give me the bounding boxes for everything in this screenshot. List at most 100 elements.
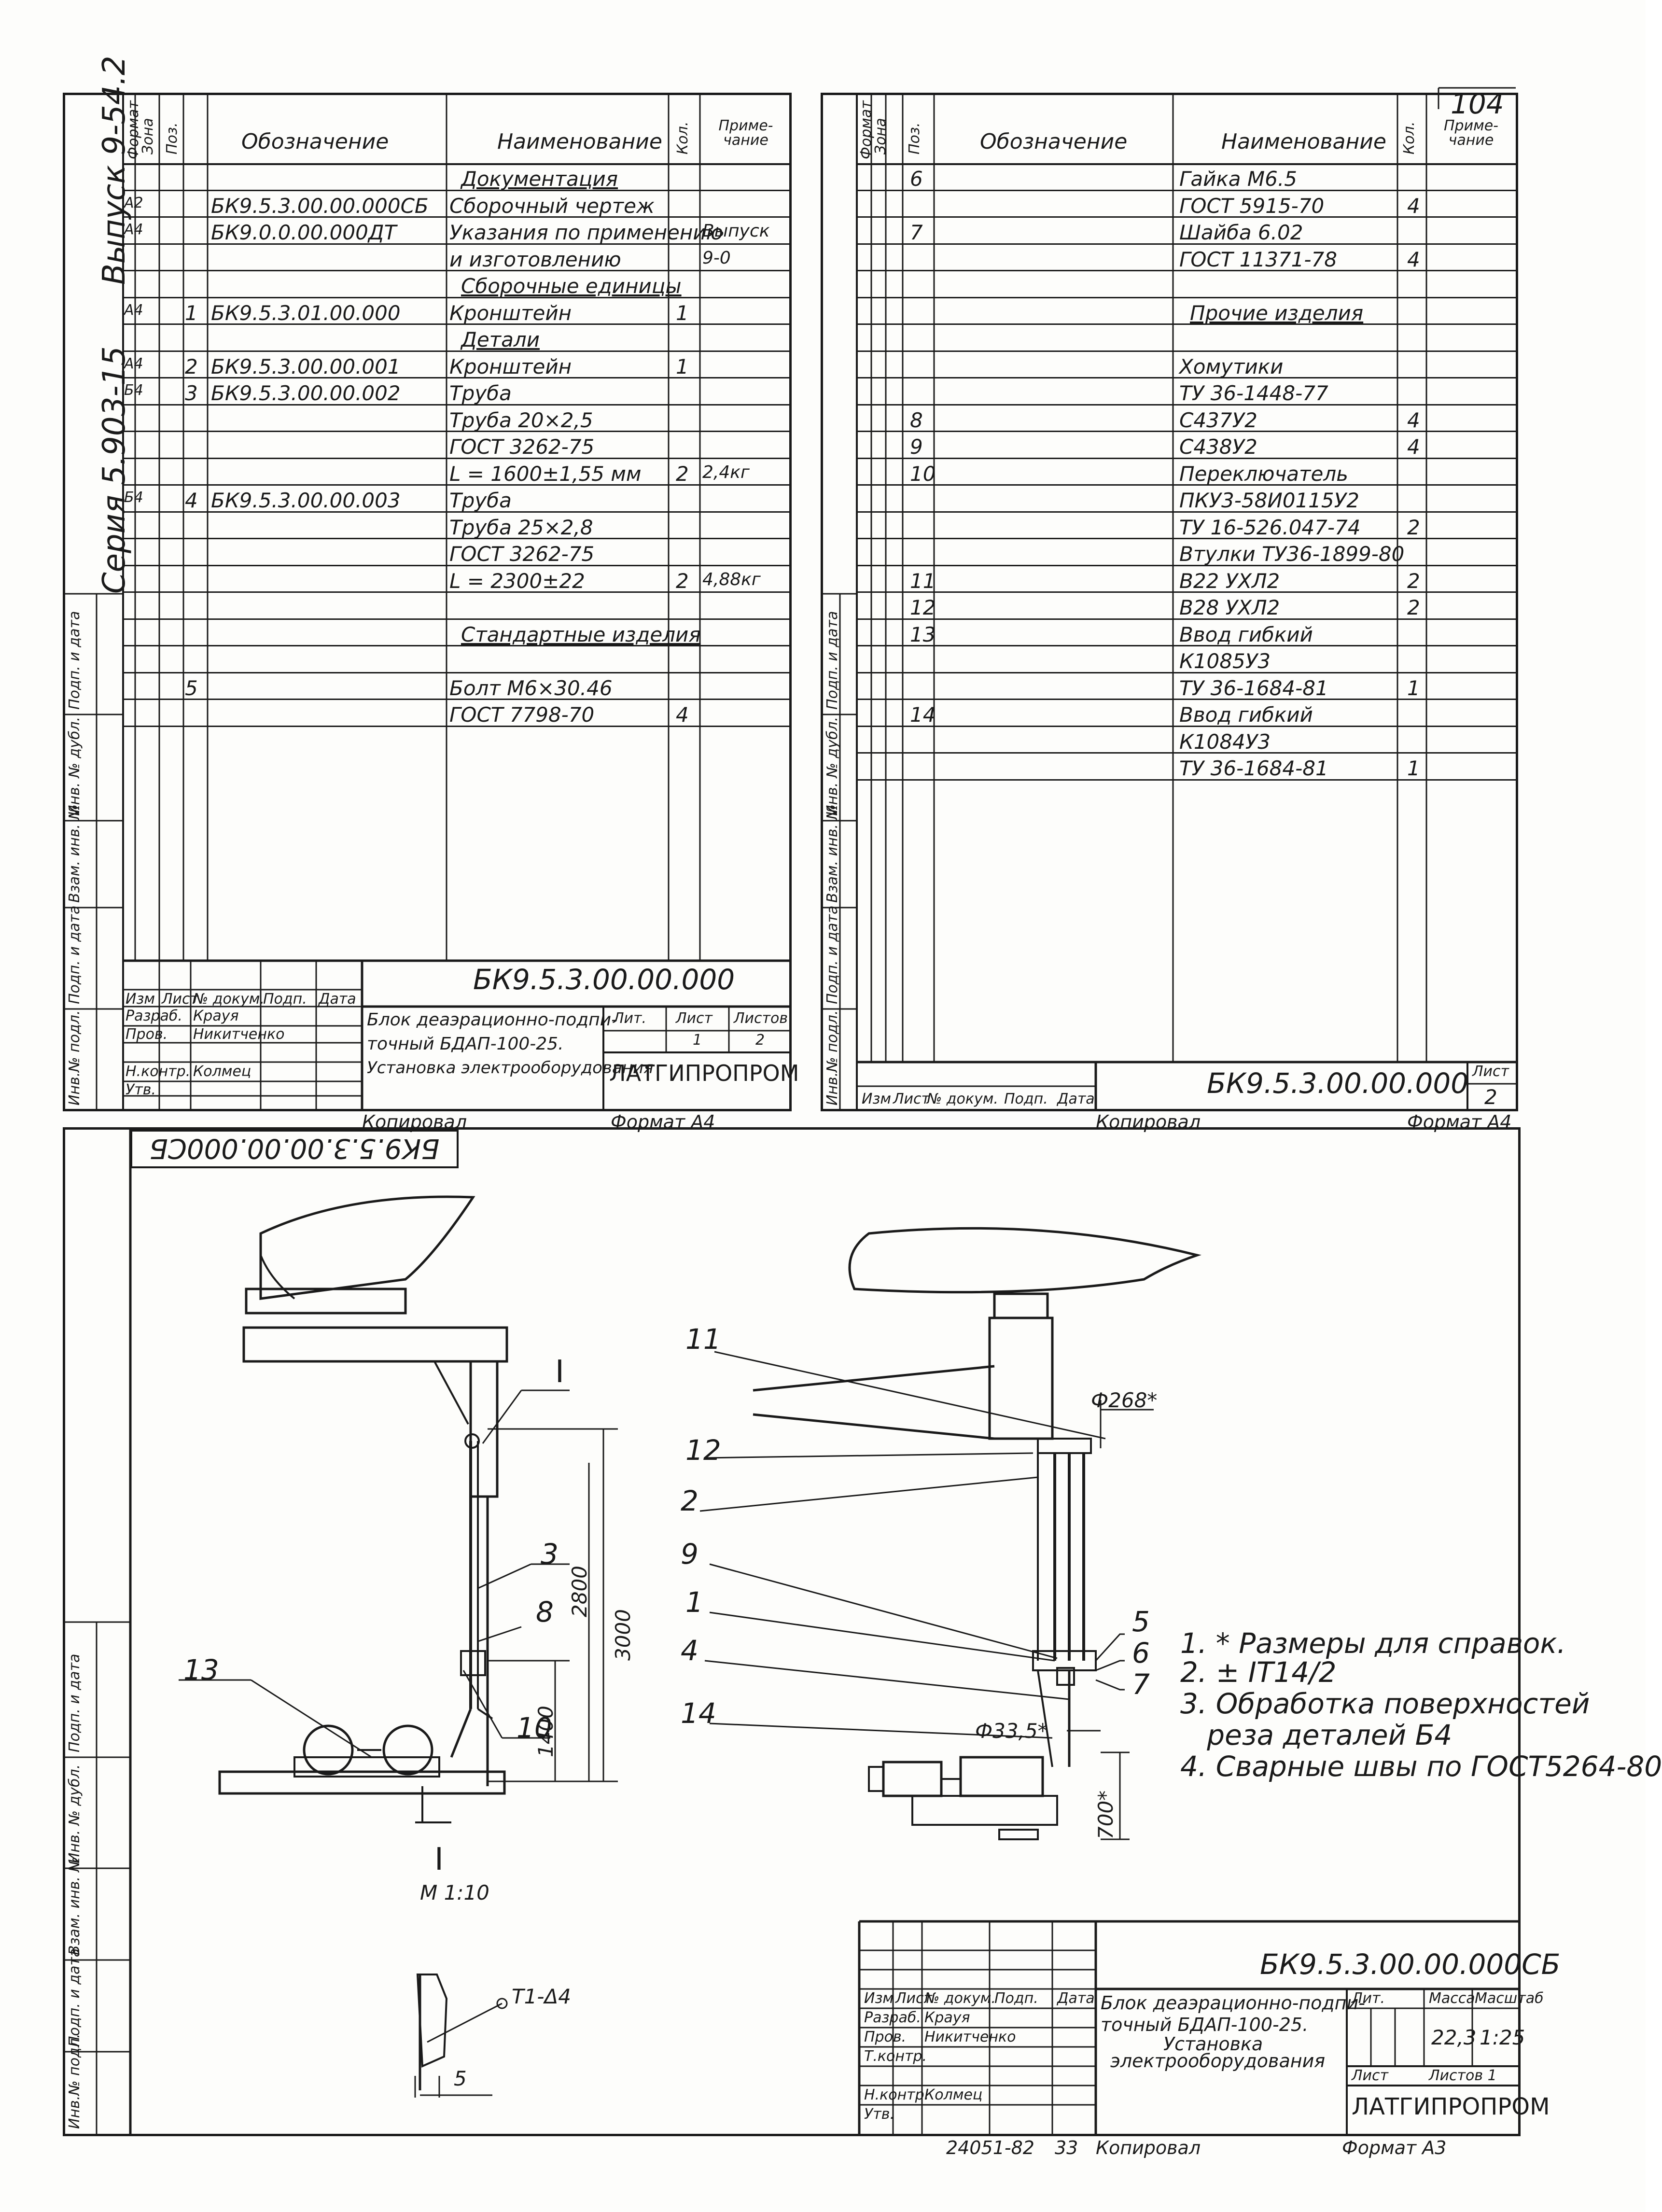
tb1-prov: Пров. — [126, 1026, 168, 1043]
right-vessel-top — [848, 1227, 1201, 1294]
designation-cell: БК9.5.3.00.00.001 — [211, 354, 401, 378]
qty-cell: 4 — [1407, 194, 1420, 218]
qty-cell: 1 — [676, 301, 689, 325]
table-row: ГОСТ 5915-70 4 — [857, 191, 1516, 218]
tb3-razrab-name: Крауя — [924, 2009, 970, 2026]
pos-cell: 8 — [910, 408, 923, 432]
format-cell: А4 — [124, 301, 143, 319]
name-cell: Указания по применению — [449, 221, 723, 244]
left-switch — [460, 1650, 486, 1676]
pos-cell: 10 — [910, 462, 936, 486]
tb3-sheets-label: Листов 1 — [1429, 2067, 1497, 2084]
left-vessel-top — [259, 1195, 475, 1300]
table-row — [123, 593, 792, 620]
tb3-title-2: точный БДАП-100-25. — [1101, 2014, 1309, 2035]
tb1-sheet-label: Лист — [676, 1010, 713, 1027]
dim-2800: 2800 — [568, 1566, 591, 1617]
detail-scale: М 1:10 — [420, 1881, 489, 1904]
callout-1: 1 — [685, 1586, 703, 1619]
tb3-tkontr: Т.контр. — [864, 2048, 927, 2065]
tb3-nkontr: Н.контр. — [864, 2086, 929, 2103]
name-cell: Труба — [449, 381, 512, 405]
tb1-title-2: точный БДАП-100-25. — [367, 1034, 564, 1054]
tb3-ndoc: № докум. — [924, 1990, 996, 2007]
weld-label: Т1-Δ4 — [512, 1985, 571, 2008]
left-flange — [245, 1288, 407, 1315]
name-cell: Документация — [461, 167, 618, 191]
name-cell: К1085У3 — [1179, 649, 1271, 673]
pos-cell: 2 — [185, 354, 198, 378]
name-cell: ГОСТ 11371-78 — [1179, 247, 1337, 271]
name-cell: L = 2300±22 — [449, 569, 585, 593]
tb1-nkontr-name: Колмец — [193, 1063, 251, 1080]
note-3: 3. Обработка поверхностей — [1180, 1687, 1590, 1720]
tb3-mass-label: Масса — [1429, 1990, 1475, 2007]
tb3-list: Лист — [895, 1990, 933, 2007]
name-cell: Втулки ТУ36-1899-80 — [1179, 542, 1405, 566]
hdr2-name: Наименование — [1221, 129, 1386, 154]
callout-8: 8 — [536, 1596, 554, 1628]
name-cell: Труба 20×2,5 — [449, 408, 593, 432]
stamp-box — [130, 1130, 459, 1168]
note-3b: реза деталей Б4 — [1180, 1719, 1453, 1751]
tb1-lit: Лит. — [613, 1010, 647, 1027]
section-mark-top: I — [555, 1354, 564, 1390]
designation-cell: БК9.5.3.01.00.000 — [211, 301, 401, 325]
left-motor-2 — [382, 1724, 433, 1776]
name-cell: Детали — [461, 328, 540, 351]
sheet2-code: БК9.5.3.00.00.000 — [1207, 1067, 1469, 1100]
callout-12: 12 — [685, 1434, 721, 1467]
table-row: Прочие изделия — [857, 298, 1516, 325]
sheet2-sheet: 2 — [1484, 1085, 1497, 1109]
tb3-prov-name: Никитченко — [924, 2029, 1016, 2045]
table-row — [857, 325, 1516, 352]
note-1: 1. * Размеры для справок. — [1180, 1627, 1566, 1660]
note-cell: 9-0 — [702, 248, 731, 268]
name-cell: ГОСТ 7798-70 — [449, 703, 595, 727]
note-cell: 4,88кг — [702, 569, 761, 589]
tb3-scale-label: Масштаб — [1475, 1990, 1544, 2007]
name-cell: L = 1600±1,55 мм — [449, 462, 642, 486]
name-cell: Хомутики — [1179, 354, 1284, 378]
callout-3: 3 — [541, 1538, 559, 1570]
name-cell: ГОСТ 5915-70 — [1179, 194, 1325, 218]
tb1-izm: Изм — [126, 991, 155, 1008]
table-row: ГОСТ 3262-75 — [123, 539, 792, 566]
pos-cell: 6 — [910, 167, 923, 191]
name-cell: С438У2 — [1179, 435, 1257, 459]
tb1-nkontr: Н.контр. — [126, 1063, 191, 1080]
tb3-sheet-label: Лист — [1352, 2067, 1389, 2084]
tb1-razrab-name: Крауя — [193, 1008, 239, 1024]
table-row: К1084У3 — [857, 727, 1516, 754]
format-cell: А4 — [124, 221, 143, 238]
tb2-podp: Подп. — [1004, 1091, 1048, 1107]
sheet2-sheet-label: Лист — [1472, 1063, 1509, 1080]
tb3-code: БК9.5.3.00.00.000СБ — [1260, 1948, 1561, 1981]
pos-cell: 11 — [910, 569, 936, 593]
name-cell: К1084У3 — [1179, 729, 1271, 754]
tb2-ndoc: № докум. — [927, 1091, 998, 1107]
tb1-data: Дата — [319, 991, 356, 1008]
name-cell: Шайба 6.02 — [1179, 221, 1303, 244]
tb1-title-3: Установка электрооборудования — [367, 1058, 654, 1078]
note-4: 4. Сварные швы по ГОСТ5264-80 — [1180, 1750, 1662, 1783]
callout-9: 9 — [681, 1538, 698, 1570]
tb1-list: Лист — [162, 991, 199, 1008]
table-row: Труба 25×2,8 — [123, 513, 792, 539]
